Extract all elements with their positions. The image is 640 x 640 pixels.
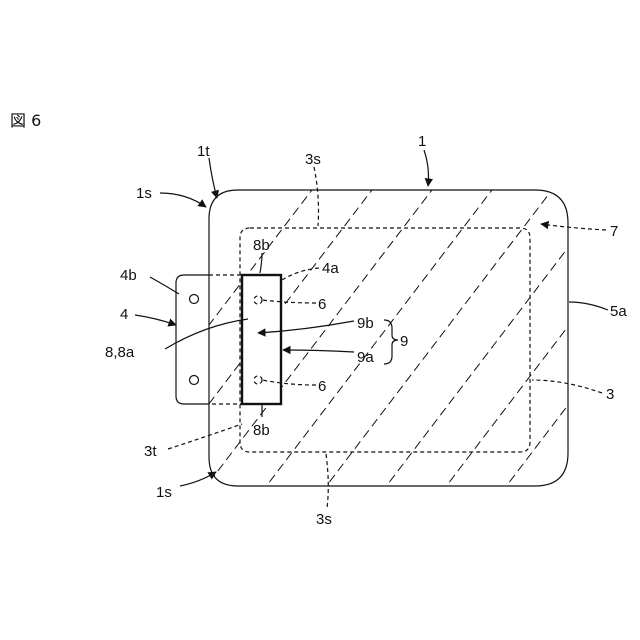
label-3s-top: 3s (305, 151, 321, 168)
label-5a: 5a (610, 303, 627, 320)
label-7: 7 (610, 223, 618, 240)
label-8b-top: 8b (253, 237, 270, 254)
figure-title: 図 6 (10, 111, 41, 130)
label-3s-bottom: 3s (316, 511, 332, 528)
label-1t: 1t (197, 143, 210, 160)
label-9a: 9a (357, 349, 374, 366)
label-8-8a: 8,8a (105, 344, 135, 361)
label-4a: 4a (322, 260, 339, 277)
tab-hole-bottom (190, 376, 199, 385)
tab-hole-top (190, 295, 199, 304)
label-8b-bottom: 8b (253, 422, 270, 439)
label-9: 9 (400, 333, 408, 350)
label-1: 1 (418, 133, 426, 150)
label-9b: 9b (357, 315, 374, 332)
label-3: 3 (606, 386, 614, 403)
label-6-bottom: 6 (318, 378, 326, 395)
label-3t: 3t (144, 443, 157, 460)
label-1s-bottom: 1s (156, 484, 172, 501)
label-4: 4 (120, 306, 128, 323)
inner-dashed-region (240, 228, 530, 452)
label-1s-top: 1s (136, 185, 152, 202)
electrode-8 (242, 275, 281, 404)
label-6-top: 6 (318, 296, 326, 313)
label-4b: 4b (120, 267, 137, 284)
